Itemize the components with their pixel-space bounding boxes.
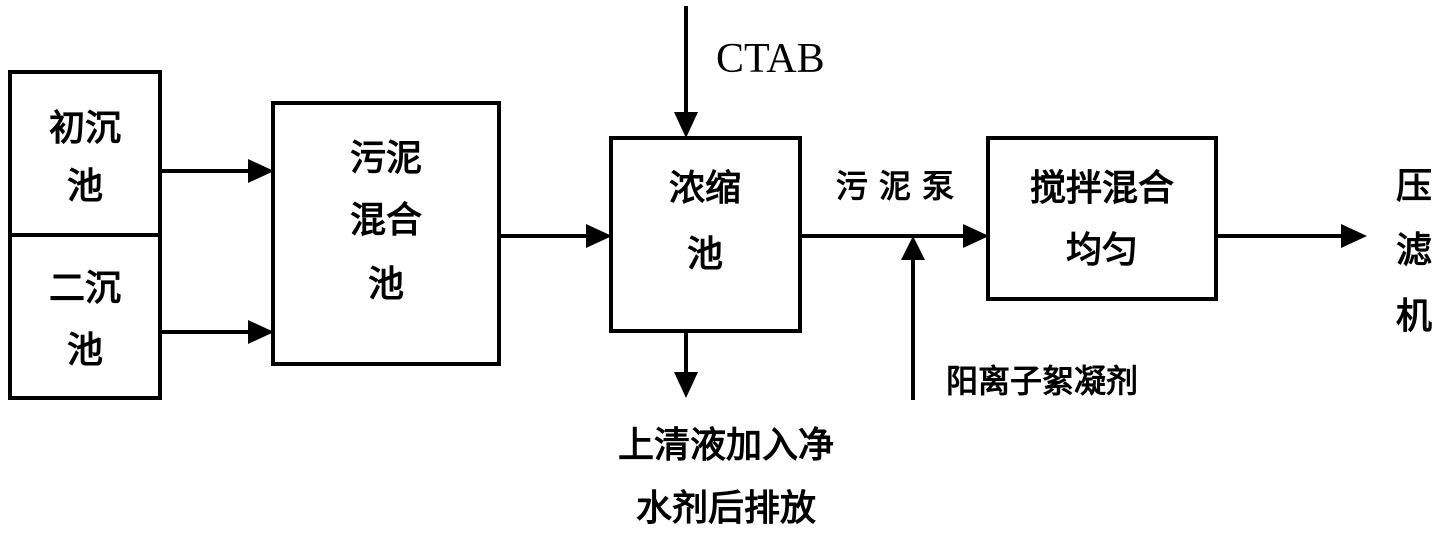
primary-clarifier-label-line2: 池 bbox=[67, 166, 103, 207]
sludge-mixing-tank-label-line1: 污泥 bbox=[350, 138, 422, 179]
stirring-mixing-label-line1: 搅拌混合 bbox=[1030, 168, 1174, 209]
arrowhead-secondary-to-mixing bbox=[248, 320, 274, 344]
primary-clarifier-label-line1: 初沉 bbox=[49, 108, 121, 149]
arrowhead-ctab-input bbox=[674, 112, 698, 138]
secondary-clarifier-box bbox=[8, 233, 162, 400]
stirring-mixing-label-line2: 均匀 bbox=[1066, 230, 1138, 271]
arrowhead-stirring-to-filter-press bbox=[1341, 224, 1367, 248]
arrowhead-primary-to-mixing bbox=[248, 159, 274, 183]
arrowhead-thickening-to-stirring bbox=[963, 224, 989, 248]
stirring-mixing-box bbox=[986, 136, 1218, 301]
sludge-mixing-tank-label-line2: 混合 bbox=[350, 200, 422, 241]
thickening-tank-box bbox=[609, 136, 802, 333]
filter-press-label-line1: 压 bbox=[1396, 166, 1432, 207]
sludge-mixing-tank-label-line3: 池 bbox=[368, 264, 404, 305]
sludge-mixing-tank-box bbox=[271, 101, 501, 366]
arrowhead-flocculant-input bbox=[901, 236, 925, 260]
arrowhead-mixing-to-thickening bbox=[586, 224, 612, 248]
supernatant-label-line1: 上清液加入净 bbox=[618, 425, 834, 466]
cationic-flocculant-label: 阳离子絮凝剂 bbox=[946, 362, 1138, 400]
filter-press-label-line2: 滤 bbox=[1396, 230, 1432, 271]
secondary-clarifier-label-line1: 二沉 bbox=[49, 268, 121, 309]
thickening-tank-label-line1: 浓缩 bbox=[669, 168, 741, 209]
filter-press-label-line3: 机 bbox=[1396, 296, 1432, 337]
ctab-label: CTAB bbox=[716, 36, 825, 82]
thickening-tank-label-line2: 池 bbox=[687, 234, 723, 275]
secondary-clarifier-label-line2: 池 bbox=[67, 330, 103, 371]
sludge-pump-label: 污 泥 泵 bbox=[836, 167, 954, 205]
arrowhead-supernatant-output bbox=[674, 372, 698, 398]
primary-clarifier-box bbox=[8, 70, 162, 237]
supernatant-label-line2: 水剂后排放 bbox=[636, 488, 816, 529]
